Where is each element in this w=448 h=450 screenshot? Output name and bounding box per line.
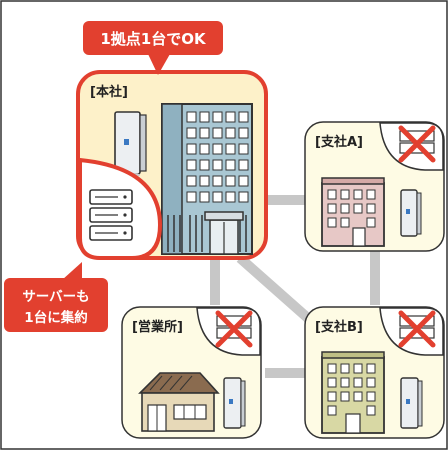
callout-left-box xyxy=(4,278,108,332)
sales-office-label: [営業所] xyxy=(132,319,183,335)
branch-b-router-icon xyxy=(400,377,423,429)
site-hq: [本社] xyxy=(76,70,268,260)
callout-top-text: 1拠点1台でOK xyxy=(100,30,207,48)
sales-office-router-icon xyxy=(223,377,246,429)
hq-label: [本社] xyxy=(90,84,128,100)
hq-building-icon xyxy=(161,103,253,255)
branch-a-label: [支社A] xyxy=(315,134,363,150)
branch-b-building-icon xyxy=(321,351,385,434)
callout-top-box xyxy=(83,21,223,55)
callout-left: サーバーも 1台に集約 xyxy=(4,262,108,332)
callout-top: 1拠点1台でOK xyxy=(83,21,223,75)
no-server-icon xyxy=(196,307,261,356)
branch-b-label: [支社B] xyxy=(315,319,363,335)
site-sales-office: [営業所] xyxy=(121,306,262,439)
branch-a-building-icon xyxy=(321,177,385,247)
site-branch-b: [支社B] xyxy=(304,306,445,439)
store-building-icon xyxy=(138,372,220,432)
site-branch-a: [支社A] xyxy=(304,121,445,252)
callout-left-line1: サーバーも xyxy=(22,289,89,305)
server-rack-icon xyxy=(78,157,163,260)
callout-left-line2: 1台に集約 xyxy=(24,309,87,326)
no-server-icon xyxy=(379,122,444,171)
branch-a-router-icon xyxy=(400,189,422,237)
no-server-icon xyxy=(379,307,444,356)
